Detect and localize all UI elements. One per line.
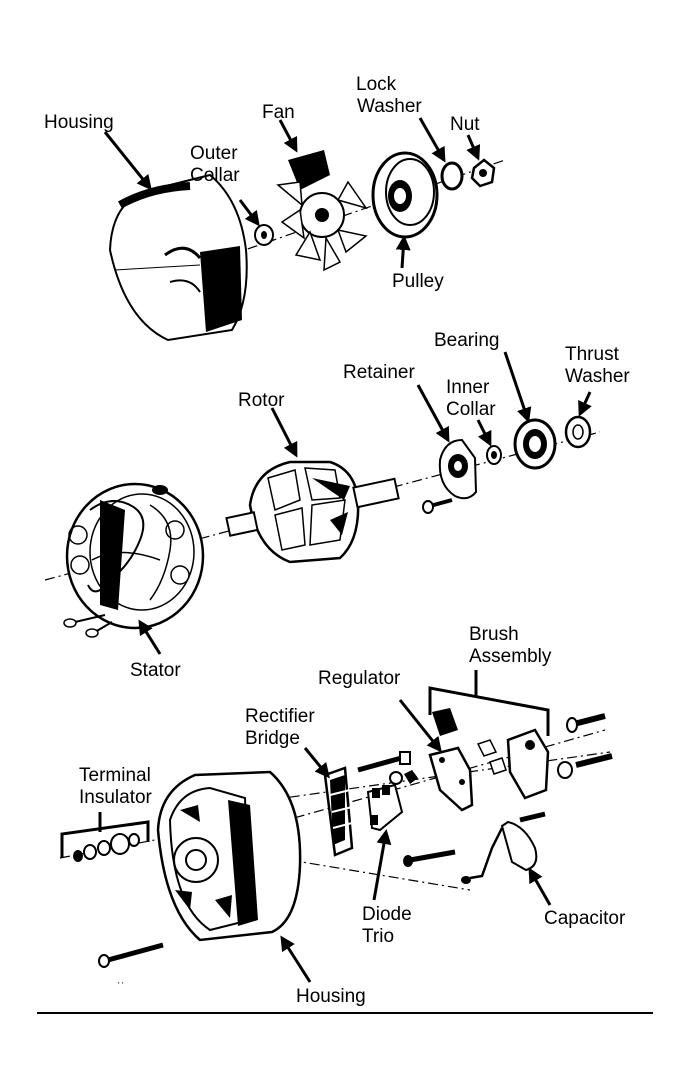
brush-assembly-bracket — [428, 686, 550, 736]
regulator — [428, 746, 474, 812]
pulley — [371, 151, 439, 239]
lock-washer — [440, 161, 464, 191]
label-housing-bottom: Housing — [296, 986, 366, 1007]
retainer-screw — [422, 498, 453, 514]
label-pulley: Pulley — [392, 271, 444, 292]
label-thrust-washer-line1: Thrust — [565, 344, 619, 365]
label-lock-washer-line1: Lock — [356, 74, 397, 95]
label-terminal-insulator-line2: Insulator — [79, 787, 152, 808]
bottom-axis-line-2 — [269, 751, 611, 801]
label-rectifier-bridge-line1: Rectifier — [245, 706, 315, 727]
label-bearing: Bearing — [434, 330, 500, 351]
bearing — [513, 418, 557, 470]
label-diode-trio-line1: Diode — [362, 904, 412, 925]
stray-mark: ' ' — [118, 981, 124, 990]
label-retainer: Retainer — [343, 362, 415, 383]
label-brush-assembly-line2: Assembly — [469, 646, 552, 667]
diode-trio — [366, 783, 404, 832]
label-fan: Fan — [262, 102, 295, 123]
brush-assembly — [432, 708, 550, 800]
label-outer-collar-line1: Outer — [190, 143, 238, 164]
label-inner-collar-line1: Inner — [446, 377, 490, 398]
fan — [276, 150, 368, 272]
retainer — [438, 438, 478, 500]
capacitor — [461, 820, 538, 884]
bottom-rule — [37, 1012, 653, 1014]
label-brush-assembly-line1: Brush — [469, 624, 519, 645]
outer-collar — [254, 224, 274, 246]
label-inner-collar-line2: Collar — [446, 399, 496, 420]
label-housing-top: Housing — [44, 112, 114, 133]
rotor — [225, 460, 400, 564]
front-housing — [108, 173, 248, 342]
label-lock-washer-line2: Washer — [357, 96, 422, 117]
label-diode-trio-line2: Trio — [362, 926, 395, 947]
rectifier-bridge — [323, 766, 354, 857]
label-capacitor: Capacitor — [544, 908, 626, 929]
inner-collar — [486, 445, 502, 465]
terminal-insulator — [73, 833, 140, 862]
label-nut: Nut — [450, 114, 480, 135]
label-stator: Stator — [130, 660, 181, 681]
label-rotor: Rotor — [238, 390, 285, 411]
nut — [470, 158, 496, 188]
through-bolt — [98, 942, 164, 968]
terminal-insulator-bracket — [60, 820, 150, 858]
label-outer-collar-line2: Collar — [190, 165, 240, 186]
label-rectifier-bridge-line2: Bridge — [245, 728, 300, 749]
label-thrust-washer-line2: Washer — [565, 366, 630, 387]
label-terminal-insulator-line1: Terminal — [79, 765, 151, 786]
label-regulator: Regulator — [318, 668, 401, 689]
thrust-washer — [564, 415, 592, 449]
bolts-and-nuts — [357, 713, 613, 867]
stator — [63, 482, 205, 638]
rear-housing — [156, 770, 302, 942]
